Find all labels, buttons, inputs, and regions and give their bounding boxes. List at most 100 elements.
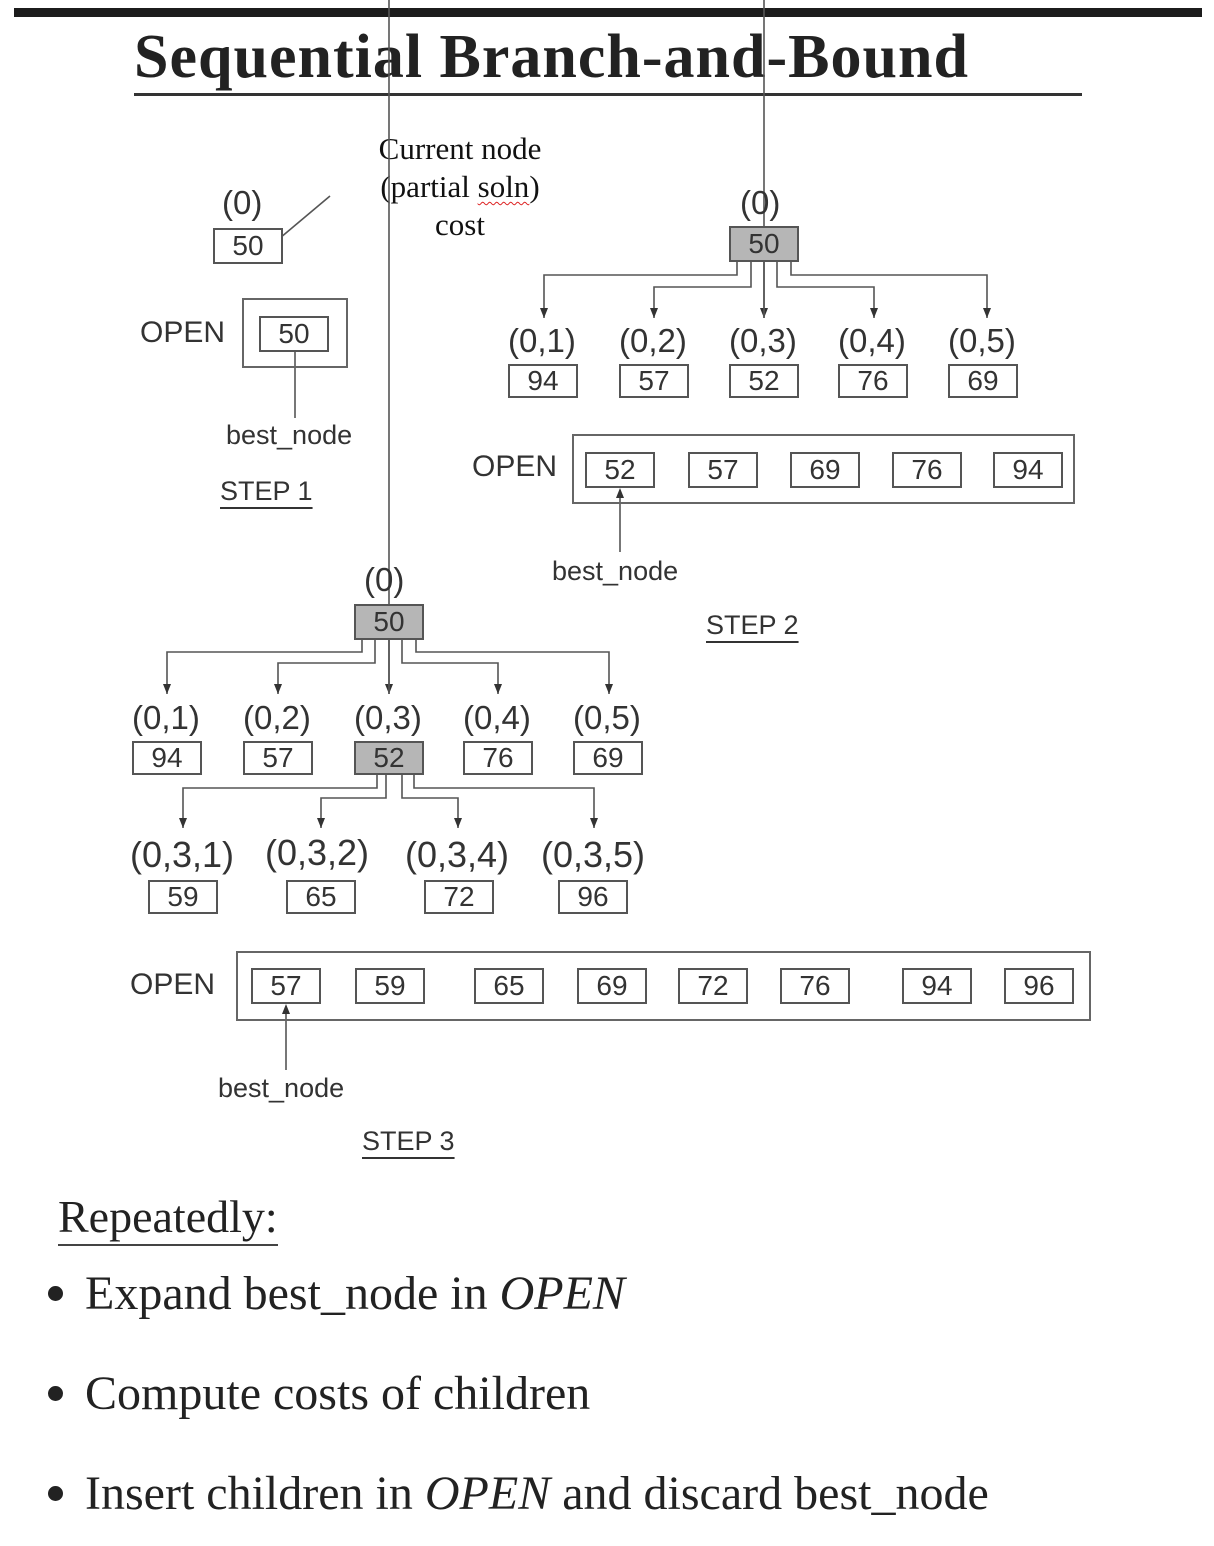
title-underline bbox=[134, 93, 1082, 96]
step2-open-item: 57 bbox=[688, 452, 758, 488]
tree-edge bbox=[182, 775, 378, 828]
arrowhead bbox=[179, 818, 187, 828]
arrowhead bbox=[650, 308, 658, 318]
arrowhead bbox=[870, 308, 878, 318]
step3-open-item: 59 bbox=[355, 968, 425, 1004]
step2-child-cost: 76 bbox=[838, 364, 908, 398]
top-rule bbox=[14, 8, 1202, 17]
tree-edge bbox=[653, 262, 752, 318]
bullet-item: Expand best_node in OPEN bbox=[48, 1266, 625, 1321]
step3-child-label: (0,4) bbox=[463, 699, 531, 736]
annotation-line-1: Current node bbox=[378, 131, 542, 166]
step3-open-item: 57 bbox=[251, 968, 321, 1004]
arrowhead bbox=[605, 684, 613, 694]
step3-root-label: (0) bbox=[364, 561, 405, 598]
arrowhead bbox=[317, 818, 325, 828]
arrowhead bbox=[540, 308, 548, 318]
step3-best-node-label: best_node bbox=[218, 1073, 345, 1103]
annotation-spell-word: soln bbox=[477, 169, 530, 204]
current-node-annotation: Current node (partial soln) cost bbox=[340, 130, 580, 244]
step3-child-label: (0,5) bbox=[573, 699, 641, 736]
step1-root-label: (0) bbox=[222, 184, 263, 221]
step3-grandchild-label: (0,3,1) bbox=[130, 834, 235, 875]
step1-open-list bbox=[242, 298, 348, 368]
arrowhead bbox=[494, 684, 502, 694]
step2-child-label: (0,3) bbox=[729, 322, 797, 359]
step3-open-item: 96 bbox=[1004, 968, 1074, 1004]
annotation-line-2: (partial soln) bbox=[340, 168, 580, 206]
step1-open-label: OPEN bbox=[140, 316, 226, 349]
arrowhead bbox=[616, 488, 624, 498]
step3-open-item: 94 bbox=[902, 968, 972, 1004]
tree-edge bbox=[166, 640, 363, 694]
step3-open-item: 76 bbox=[780, 968, 850, 1004]
step3-grandchild-cost: 72 bbox=[424, 880, 494, 914]
tree-edge bbox=[277, 640, 376, 694]
bullet-text: Insert children in bbox=[85, 1467, 425, 1520]
step3-child-cost: 94 bbox=[132, 741, 202, 775]
tree-edge bbox=[401, 640, 499, 694]
step2-open-item: 52 bbox=[585, 452, 655, 488]
step3-root-cost: 50 bbox=[354, 604, 424, 640]
step3-grandchild-cost: 59 bbox=[148, 880, 218, 914]
step1-root-cost: 50 bbox=[213, 228, 283, 264]
step3-child-cost: 76 bbox=[463, 741, 533, 775]
step2-open-list bbox=[572, 434, 1075, 504]
step2-child-label: (0,1) bbox=[508, 322, 576, 359]
step2-child-label: (0,4) bbox=[838, 322, 906, 359]
step2-open-item: 69 bbox=[790, 452, 860, 488]
annotation-line-2-open: (partial bbox=[380, 169, 478, 204]
annotation-line-2-close: ) bbox=[529, 169, 540, 204]
step3-child-label: (0,3) bbox=[354, 699, 422, 736]
step2-child-cost: 94 bbox=[508, 364, 578, 398]
tree-edge bbox=[790, 262, 988, 318]
step2-root-label: (0) bbox=[740, 184, 781, 221]
step3-grandchild-cost: 65 bbox=[286, 880, 356, 914]
step3-grandchild-label: (0,3,5) bbox=[541, 834, 646, 875]
step3-child-cost: 52 bbox=[354, 741, 424, 775]
arrowhead bbox=[983, 308, 991, 318]
arrowhead bbox=[282, 1004, 290, 1014]
annotation-pointer bbox=[279, 195, 331, 239]
step3-open-item: 65 bbox=[474, 968, 544, 1004]
annotation-line-3: cost bbox=[435, 207, 485, 242]
step3-open-list bbox=[236, 951, 1091, 1021]
arrowhead bbox=[590, 818, 598, 828]
step3-grandchild-label: (0,3,4) bbox=[405, 834, 510, 875]
step1-open-item: 50 bbox=[259, 316, 329, 352]
bullet-emphasis: OPEN bbox=[424, 1467, 551, 1520]
step2-child-cost: 69 bbox=[948, 364, 1018, 398]
bullet-text-tail: and discard best_node bbox=[550, 1467, 989, 1520]
bullet-dot bbox=[48, 1386, 63, 1402]
tree-edge bbox=[413, 775, 595, 828]
step2-root-cost: 50 bbox=[729, 226, 799, 262]
bullet-item: Insert children in OPEN and discard best… bbox=[48, 1466, 989, 1521]
step2-label: STEP 2 bbox=[706, 610, 799, 640]
step3-open-item: 72 bbox=[678, 968, 748, 1004]
step2-best-node-label: best_node bbox=[552, 556, 679, 586]
step2-open-item: 94 bbox=[993, 452, 1063, 488]
step3-child-cost: 57 bbox=[243, 741, 313, 775]
step3-child-cost: 69 bbox=[573, 741, 643, 775]
arrowhead bbox=[454, 818, 462, 828]
tree-edge bbox=[543, 262, 738, 318]
arrowhead bbox=[163, 684, 171, 694]
repeatedly-heading: Repeatedly: bbox=[58, 1190, 278, 1246]
bullet-emphasis: OPEN bbox=[499, 1267, 625, 1320]
bullet-dot bbox=[48, 1486, 63, 1502]
arrowhead bbox=[274, 684, 282, 694]
tree-edge bbox=[776, 262, 875, 318]
bullet-item: Compute costs of children bbox=[48, 1366, 590, 1421]
bullet-dot bbox=[48, 1286, 63, 1302]
bullet-text: Compute costs of children bbox=[85, 1367, 591, 1420]
step2-child-cost: 57 bbox=[619, 364, 689, 398]
step3-open-item: 69 bbox=[577, 968, 647, 1004]
step2-child-label: (0,5) bbox=[948, 322, 1016, 359]
step3-grandchild-cost: 96 bbox=[558, 880, 628, 914]
tree-edge bbox=[415, 640, 610, 694]
step3-child-label: (0,2) bbox=[243, 699, 311, 736]
step2-open-item: 76 bbox=[892, 452, 962, 488]
step2-child-label: (0,2) bbox=[619, 322, 687, 359]
